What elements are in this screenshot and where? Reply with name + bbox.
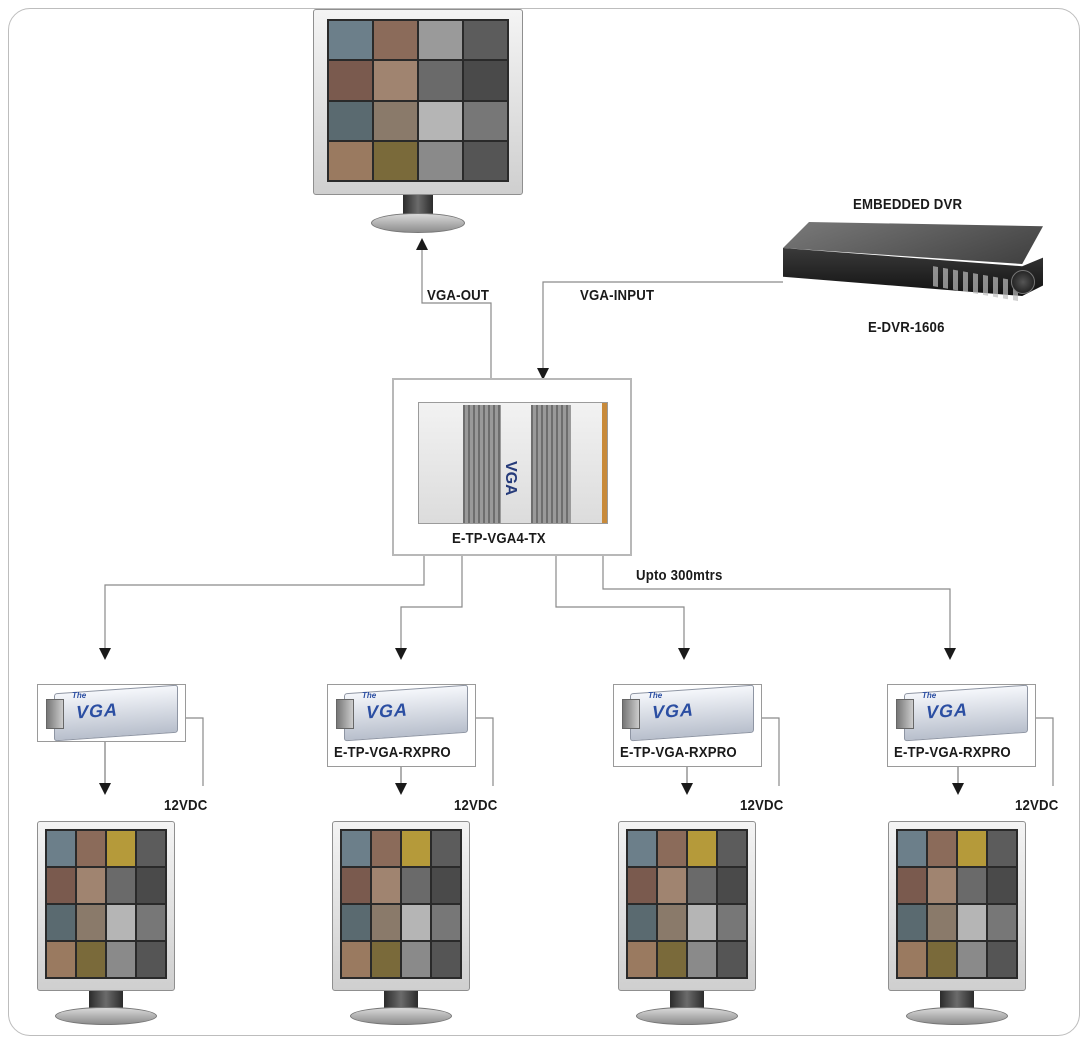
embedded-dvr	[783, 222, 1043, 302]
rx-down-arrow-2	[395, 783, 407, 795]
branch-line-1	[104, 556, 425, 650]
branch-line-3	[555, 556, 685, 650]
tx-model-label: E-TP-VGA4-TX	[452, 530, 546, 547]
receiver-unit: The VGA	[622, 684, 758, 742]
power-line-2	[476, 717, 494, 786]
rx-down-arrow-3	[681, 783, 693, 795]
dvr-model-label: E-DVR-1606	[868, 319, 945, 336]
diagram-frame	[8, 8, 1080, 1036]
main-monitor	[313, 9, 523, 237]
rx-model-label-2: E-TP-VGA-RXPRO	[334, 744, 451, 761]
power-label-1: 12VDC	[164, 797, 208, 814]
receiver-box-2: The VGA E-TP-VGA-RXPRO	[327, 684, 476, 767]
vga-out-label: VGA-OUT	[427, 287, 490, 304]
receiver-unit: The VGA	[336, 684, 472, 742]
tx-vga-text: VGA	[502, 461, 519, 496]
receiver-unit: The VGA	[896, 684, 1032, 742]
power-line-3	[762, 717, 780, 786]
power-line-4	[1036, 717, 1054, 786]
vga-input-label: VGA-INPUT	[580, 287, 655, 304]
remote-monitor-3	[618, 821, 756, 1026]
remote-monitor-2	[332, 821, 470, 1026]
vga-out-arrow	[416, 238, 428, 250]
receiver-box-1: The VGA	[37, 684, 186, 742]
branch-arrow-1	[99, 648, 111, 660]
power-label-4: 12VDC	[1015, 797, 1059, 814]
remote-monitor-1	[37, 821, 175, 1026]
branch-arrow-4	[944, 648, 956, 660]
receiver-box-4: The VGA E-TP-VGA-RXPRO	[887, 684, 1036, 767]
transmitter-unit: VGA	[418, 402, 608, 524]
remote-monitor-4	[888, 821, 1026, 1026]
branch-line-2	[400, 556, 463, 650]
receiver-unit: The VGA	[46, 684, 182, 742]
branch-arrow-2	[395, 648, 407, 660]
power-label-3: 12VDC	[740, 797, 784, 814]
transmitter-box: VGA E-TP-VGA4-TX	[392, 378, 632, 556]
power-line-1	[186, 717, 204, 786]
rx-down-arrow-4	[952, 783, 964, 795]
rx-down-arrow-1	[99, 783, 111, 795]
dvr-title-label: EMBEDDED DVR	[853, 196, 963, 213]
branch-line-4	[602, 556, 951, 650]
rx-model-label-3: E-TP-VGA-RXPRO	[620, 744, 737, 761]
distance-label: Upto 300mtrs	[636, 567, 723, 584]
receiver-box-3: The VGA E-TP-VGA-RXPRO	[613, 684, 762, 767]
vga-input-arrow	[537, 368, 549, 380]
vga-out-line	[421, 247, 492, 378]
vga-input-line	[542, 281, 783, 370]
power-label-2: 12VDC	[454, 797, 498, 814]
branch-arrow-3	[678, 648, 690, 660]
rx-model-label-4: E-TP-VGA-RXPRO	[894, 744, 1011, 761]
